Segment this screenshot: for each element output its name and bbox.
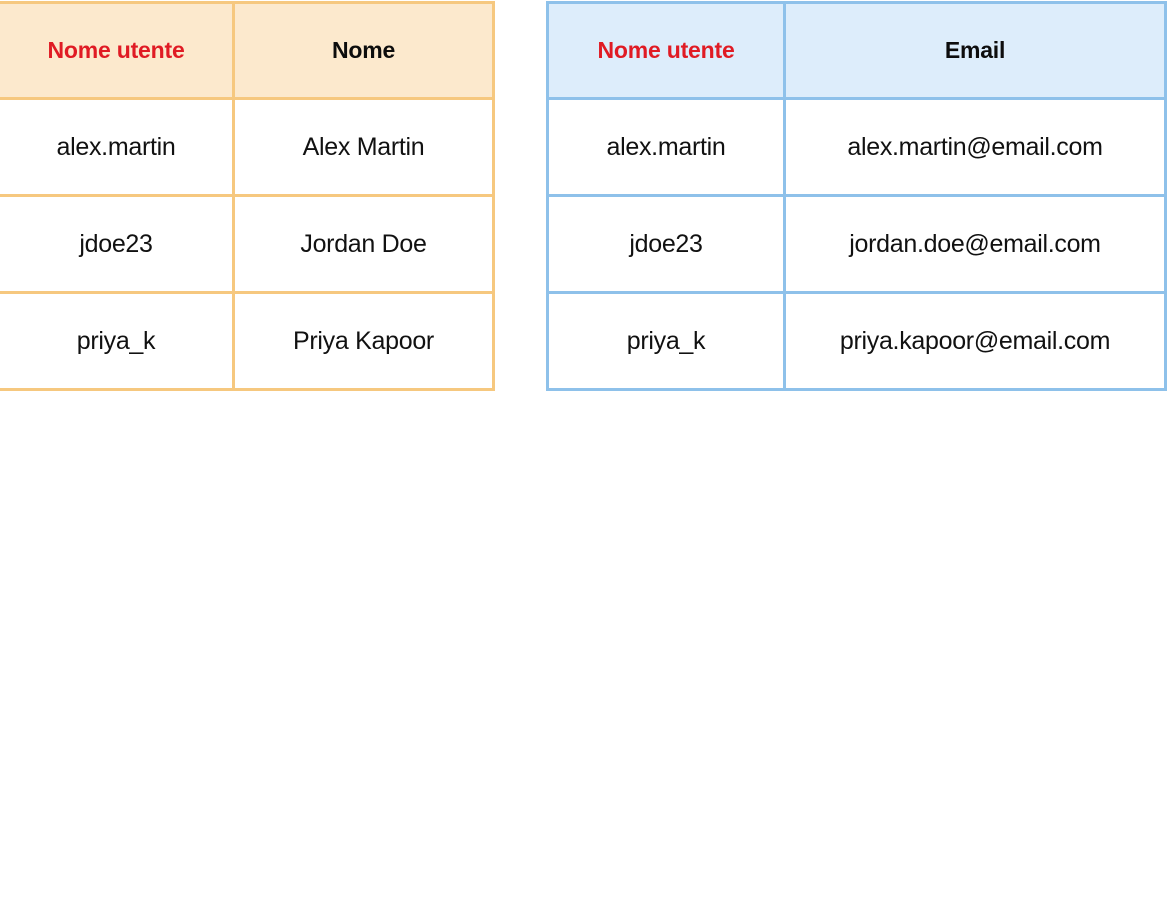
table-header-row: Nome utente Nome <box>0 1 495 100</box>
users-name-table: Nome utente Nome alex.martin Alex Martin… <box>0 1 495 391</box>
table-header-row: Nome utente Email <box>546 1 1167 100</box>
users-name-table-body: alex.martin Alex Martin jdoe23 Jordan Do… <box>0 100 495 391</box>
users-email-table-body: alex.martin alex.martin@email.com jdoe23… <box>546 100 1167 391</box>
cell-name: Alex Martin <box>235 100 495 197</box>
cell-username: priya_k <box>546 294 786 391</box>
table-row[interactable]: jdoe23 Jordan Doe <box>0 197 495 294</box>
column-header-username[interactable]: Nome utente <box>0 1 235 100</box>
users-email-table-header: Nome utente Email <box>546 1 1167 100</box>
cell-email: alex.martin@email.com <box>786 100 1167 197</box>
column-header-username[interactable]: Nome utente <box>546 1 786 100</box>
cell-name: Priya Kapoor <box>235 294 495 391</box>
users-name-table-header: Nome utente Nome <box>0 1 495 100</box>
cell-username: priya_k <box>0 294 235 391</box>
table-row[interactable]: priya_k Priya Kapoor <box>0 294 495 391</box>
cell-username: jdoe23 <box>546 197 786 294</box>
column-header-email[interactable]: Email <box>786 1 1167 100</box>
cell-email: priya.kapoor@email.com <box>786 294 1167 391</box>
users-email-table: Nome utente Email alex.martin alex.marti… <box>546 1 1167 391</box>
table-row[interactable]: alex.martin alex.martin@email.com <box>546 100 1167 197</box>
cell-username: jdoe23 <box>0 197 235 294</box>
table-row[interactable]: jdoe23 jordan.doe@email.com <box>546 197 1167 294</box>
cell-name: Jordan Doe <box>235 197 495 294</box>
column-header-name[interactable]: Nome <box>235 1 495 100</box>
table-row[interactable]: alex.martin Alex Martin <box>0 100 495 197</box>
cell-email: jordan.doe@email.com <box>786 197 1167 294</box>
cell-username: alex.martin <box>546 100 786 197</box>
cell-username: alex.martin <box>0 100 235 197</box>
table-row[interactable]: priya_k priya.kapoor@email.com <box>546 294 1167 391</box>
